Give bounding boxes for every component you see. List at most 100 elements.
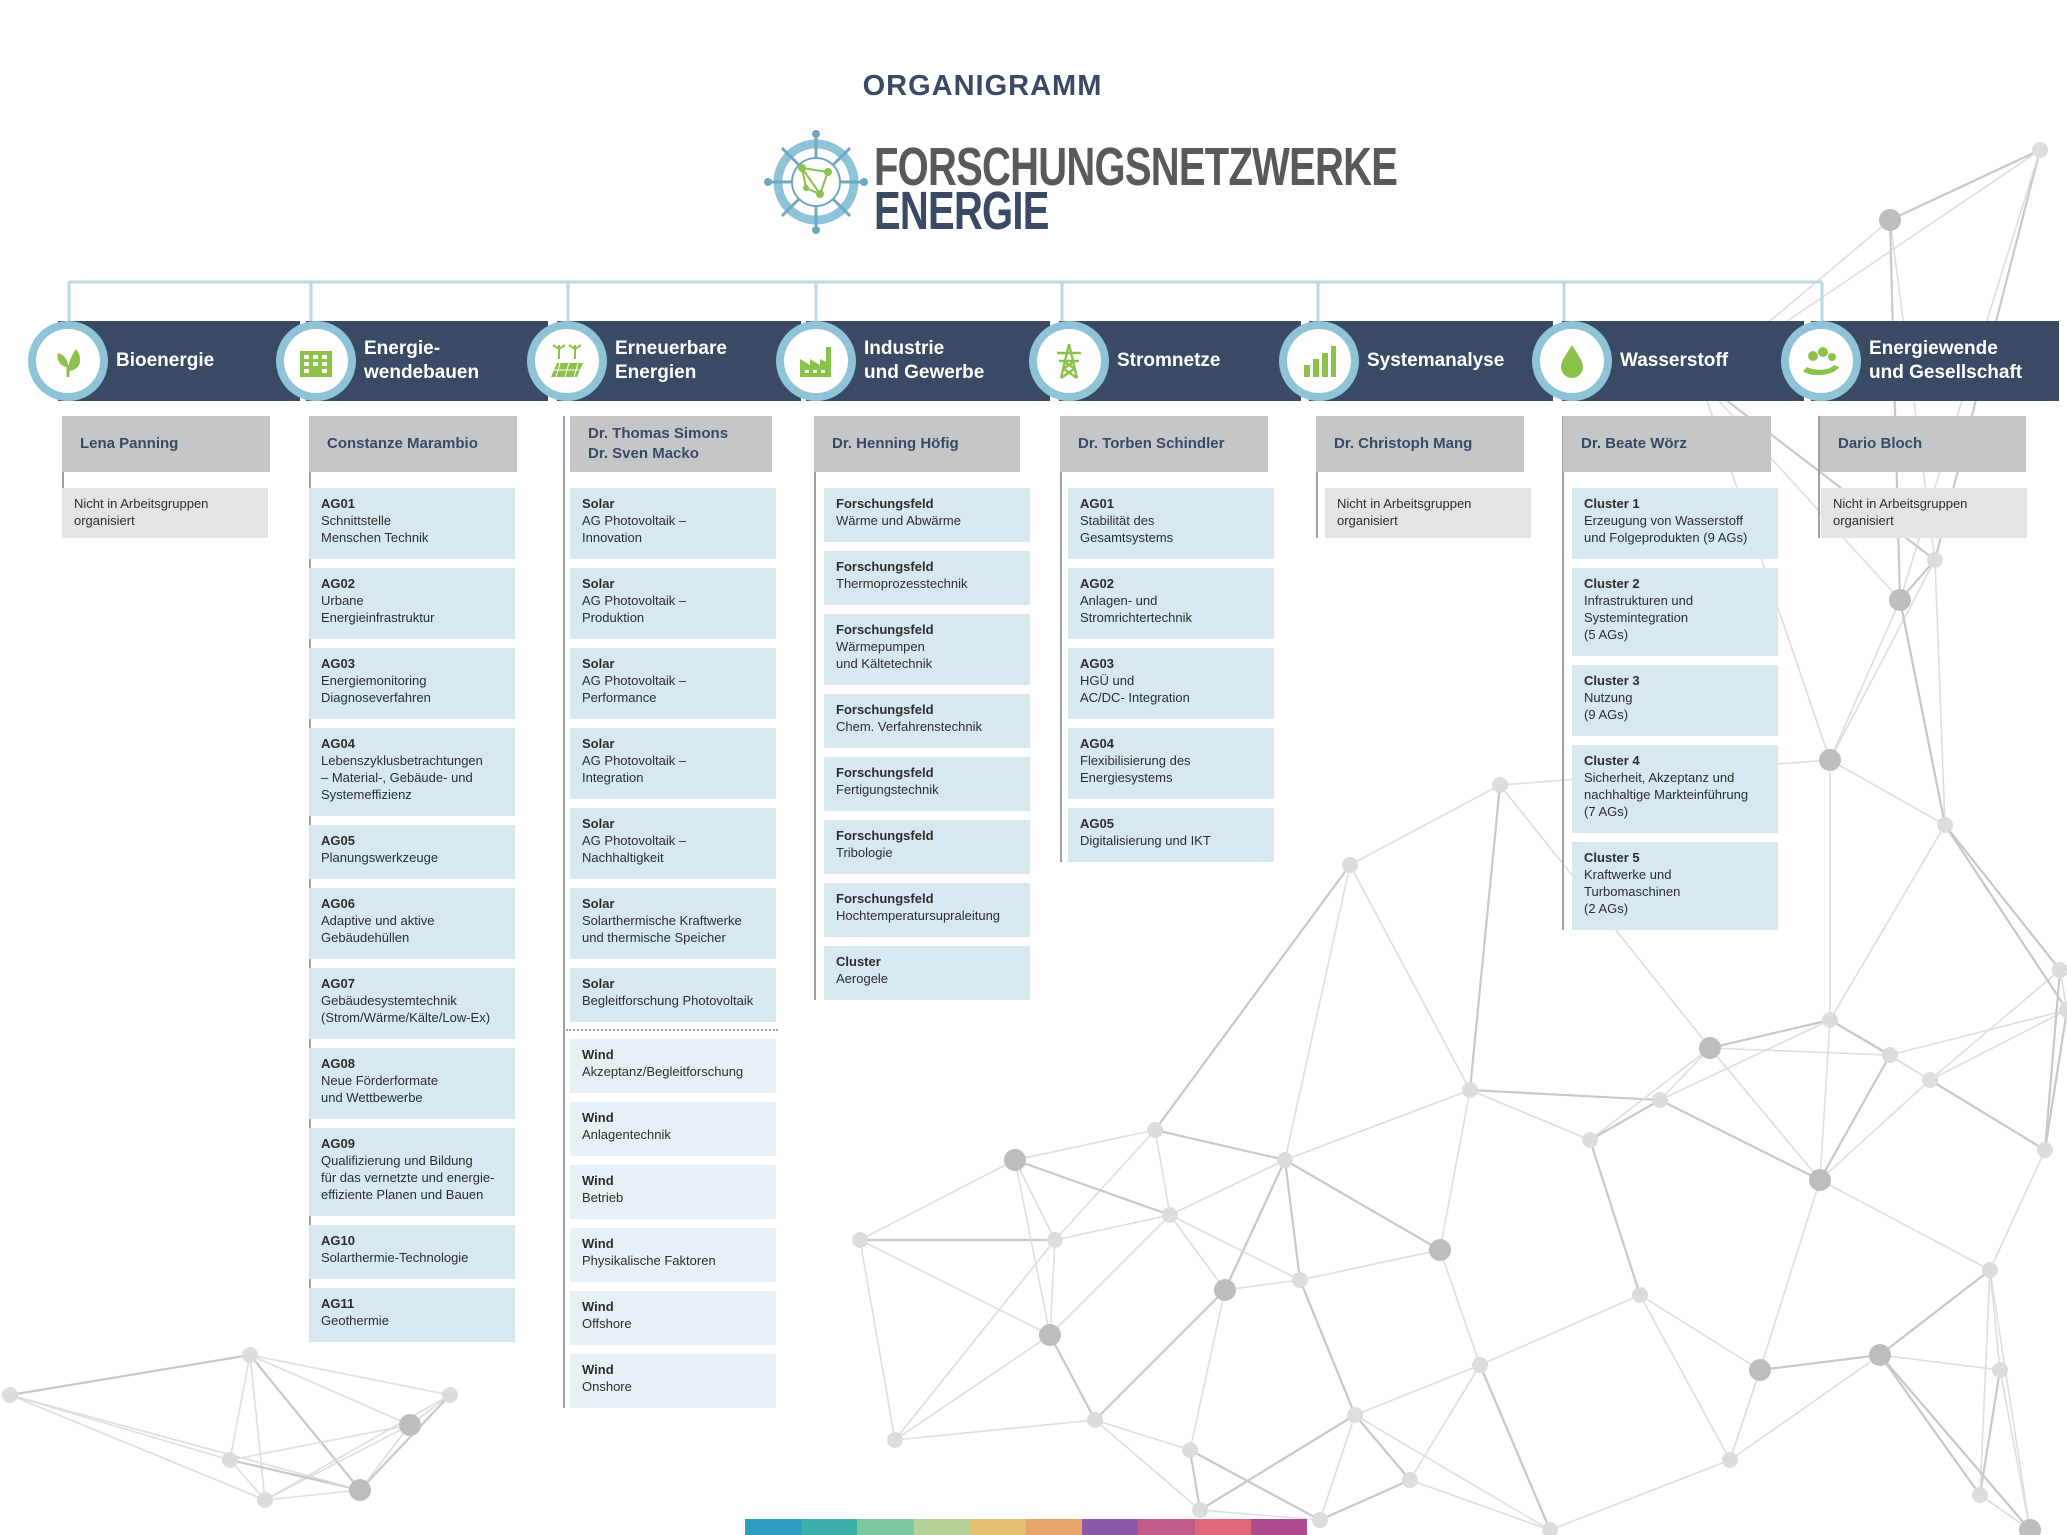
network-edge bbox=[249, 1354, 411, 1426]
network-edge bbox=[894, 1334, 1051, 1441]
column-guide-line bbox=[814, 416, 816, 1000]
network-edge bbox=[249, 1354, 361, 1491]
network-node bbox=[1214, 1279, 1236, 1301]
network-edge bbox=[1829, 759, 1946, 826]
wind-solar-icon bbox=[535, 329, 599, 393]
network-edge bbox=[859, 1239, 1051, 1336]
lead-name: Constanze Marambio bbox=[327, 435, 478, 452]
network-node bbox=[1889, 589, 1911, 611]
network-edge bbox=[1989, 1269, 2001, 1371]
workgroup-text: Energieinfrastruktur bbox=[321, 610, 435, 625]
factory-icon bbox=[784, 329, 848, 393]
workgroup-text: Diagnoseverfahren bbox=[321, 690, 431, 705]
workgroup-title: Solar bbox=[582, 576, 615, 591]
network-edge bbox=[1999, 1369, 2031, 1531]
network-edge bbox=[1014, 1159, 1056, 1241]
workgroup-text: (7 AGs) bbox=[1584, 804, 1629, 819]
workgroup-text: HGÜ und bbox=[1080, 673, 1135, 688]
network-edge bbox=[1819, 1079, 1931, 1181]
network-edge bbox=[859, 1159, 1016, 1241]
network-edge bbox=[264, 1489, 361, 1501]
network-edge bbox=[1889, 149, 2041, 221]
water-drop-icon bbox=[1540, 329, 1604, 393]
network-node bbox=[1492, 777, 1508, 793]
network-title-line: Erneuerbare bbox=[615, 338, 727, 359]
network-edge bbox=[1469, 1088, 1661, 1102]
workgroup-text: Betrieb bbox=[582, 1190, 624, 1205]
workgroup-title: Wind bbox=[582, 1110, 614, 1125]
workgroup-text: Stromrichtertechnik bbox=[1080, 610, 1192, 625]
workgroup-text: AC/DC- Integration bbox=[1080, 690, 1190, 705]
page-title: ORGANIGRAMM bbox=[862, 70, 1103, 102]
network-edge bbox=[1829, 599, 1901, 761]
network-lead: Dr. Beate Wörz bbox=[1563, 416, 1771, 472]
network-edge bbox=[1284, 1159, 1441, 1251]
network-edge bbox=[1298, 1279, 1357, 1416]
network-node bbox=[1582, 1132, 1598, 1148]
lead-name: Dr. Christoph Mang bbox=[1334, 435, 1473, 452]
workgroup-text: Lebenszyklusbetrachtungen bbox=[321, 753, 483, 768]
workgroup-title: AG02 bbox=[1080, 576, 1114, 591]
people-icon bbox=[1789, 329, 1853, 393]
network-title-line: und Gesellschaft bbox=[1869, 362, 2023, 383]
network-node bbox=[1819, 749, 1841, 771]
network-edge bbox=[1354, 1364, 1481, 1416]
network-node bbox=[1182, 1442, 1198, 1458]
workgroup-title: AG07 bbox=[321, 976, 355, 991]
network-edge bbox=[1299, 1249, 1441, 1281]
workgroup-title: AG03 bbox=[321, 656, 355, 671]
workgroup-text: Flexibilisierung des bbox=[1080, 753, 1191, 768]
workgroup-title: Cluster 5 bbox=[1584, 850, 1640, 865]
workgroup-title: Forschungsfeld bbox=[836, 765, 934, 780]
network-node bbox=[399, 1414, 421, 1436]
workgroup-text: organisiert bbox=[1337, 513, 1398, 528]
network-lead: Constanze Marambio bbox=[309, 416, 517, 472]
network-edge bbox=[1659, 1099, 1821, 1181]
network-node bbox=[1004, 1149, 1026, 1171]
network-node bbox=[1147, 1122, 1163, 1138]
workgroup-text: Sicherheit, Akzeptanz und bbox=[1584, 770, 1735, 785]
workgroup-title: Wind bbox=[582, 1362, 614, 1377]
network-edge bbox=[1189, 1289, 1226, 1451]
network-edge bbox=[1468, 784, 1502, 1091]
network-edge bbox=[1589, 1099, 1661, 1141]
network-node bbox=[1192, 1502, 1208, 1518]
network-title-line: Industrie bbox=[864, 338, 945, 359]
logo-icon bbox=[764, 130, 868, 234]
workgroup-title: Solar bbox=[582, 976, 615, 991]
workgroup-title: Wind bbox=[582, 1299, 614, 1314]
color-bar bbox=[745, 1519, 1308, 1535]
workgroup-text: AG Photovoltaik – bbox=[582, 513, 687, 528]
network-edge bbox=[1054, 1214, 1171, 1241]
workgroup-text: Produktion bbox=[582, 610, 645, 625]
workgroup-text: (5 AGs) bbox=[1584, 627, 1629, 642]
network-icon-ring bbox=[1532, 321, 1612, 401]
workgroup-text: Wärme und Abwärme bbox=[836, 513, 961, 528]
workgroup-title: AG10 bbox=[321, 1233, 355, 1248]
network-title-line: Energie- bbox=[364, 338, 441, 359]
workgroup-title: Cluster bbox=[836, 954, 881, 969]
network-edge bbox=[264, 1394, 451, 1501]
workgroup-title: Cluster 1 bbox=[1584, 496, 1640, 511]
workgroup-text: Menschen Technik bbox=[321, 530, 429, 545]
network-node bbox=[1652, 1092, 1668, 1108]
network-edge bbox=[1709, 1047, 1891, 1056]
network-edge bbox=[9, 1394, 266, 1501]
workgroup-title: Forschungsfeld bbox=[836, 559, 934, 574]
network-edge bbox=[1709, 1018, 1831, 1050]
network-node bbox=[2052, 962, 2067, 978]
network-edge bbox=[264, 1424, 411, 1501]
network-edge bbox=[1199, 1414, 1356, 1511]
